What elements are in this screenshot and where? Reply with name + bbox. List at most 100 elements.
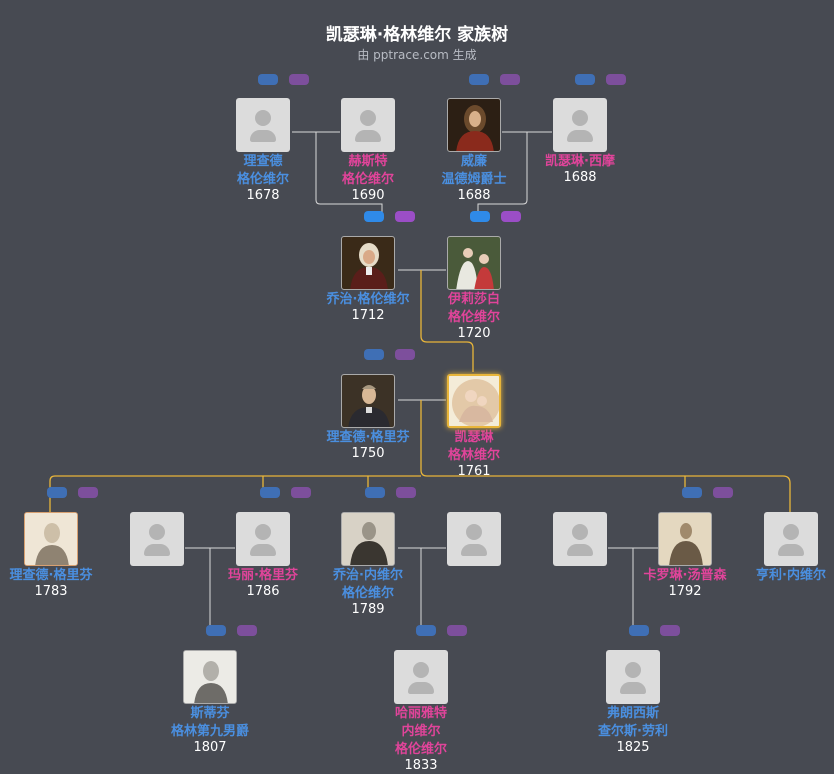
portrait-photo xyxy=(447,98,501,152)
expand-parents-button[interactable] xyxy=(606,74,626,85)
page-title: 凯瑟琳·格林维尔 家族树 xyxy=(325,25,509,45)
person-card[interactable]: 哈丽雅特 内维尔 格伦维尔 1833 xyxy=(361,650,481,774)
avatar-placeholder xyxy=(606,650,660,704)
person-name: 亨利·内维尔 xyxy=(756,568,826,583)
person-card[interactable]: 威廉 温德姆爵士 1688 xyxy=(414,98,534,204)
expand-parents-button[interactable] xyxy=(47,487,67,498)
person-name: 查尔斯·劳利 xyxy=(598,724,668,739)
person-card[interactable]: 理查德·格里芬 1783 xyxy=(0,512,111,600)
birth-year: 1825 xyxy=(616,740,650,755)
page-subtitle: 由 pptrace.com 生成 xyxy=(357,48,477,62)
expand-parents-button[interactable] xyxy=(500,74,520,85)
avatar-placeholder xyxy=(553,98,607,152)
avatar-placeholder xyxy=(130,512,184,566)
birth-year: 1761 xyxy=(457,464,491,479)
person-card[interactable]: 理查德·格里芬 1750 xyxy=(308,374,428,462)
expand-parents-button[interactable] xyxy=(660,625,680,636)
person-name: 凯瑟琳·西摩 xyxy=(545,154,615,169)
birth-year: 1833 xyxy=(404,758,438,773)
person-card[interactable]: 乔治·格伦维尔 1712 xyxy=(308,236,428,324)
person-card[interactable]: 理查德 格伦维尔 1678 xyxy=(203,98,323,204)
person-card[interactable]: 斯蒂芬 格林第九男爵 1807 xyxy=(150,650,270,756)
expand-parents-button[interactable] xyxy=(682,487,702,498)
birth-year: 1807 xyxy=(193,740,227,755)
person-name: 玛丽·格里芬 xyxy=(228,568,298,583)
person-card[interactable] xyxy=(97,512,217,566)
expand-parents-button[interactable] xyxy=(237,625,257,636)
avatar-placeholder xyxy=(236,98,290,152)
avatar-placeholder xyxy=(447,512,501,566)
person-name: 哈丽雅特 xyxy=(394,706,447,721)
expand-parents-button[interactable] xyxy=(260,487,280,498)
person-name: 卡罗琳·汤普森 xyxy=(643,568,727,583)
expand-parents-button[interactable] xyxy=(470,211,490,222)
person-card-selected[interactable]: 凯瑟琳 格林维尔 1761 xyxy=(414,374,534,480)
expand-parents-button[interactable] xyxy=(364,211,384,222)
expand-parents-button[interactable] xyxy=(416,625,436,636)
person-name: 乔治·内维尔 xyxy=(333,568,403,583)
birth-year: 1688 xyxy=(563,170,597,185)
person-name: 凯瑟琳 xyxy=(454,430,494,445)
birth-year: 1688 xyxy=(457,188,491,203)
expand-parents-button[interactable] xyxy=(396,487,416,498)
expand-parents-button[interactable] xyxy=(395,349,415,360)
person-card[interactable]: 卡罗琳·汤普森 1792 xyxy=(625,512,745,600)
expand-parents-button[interactable] xyxy=(713,487,733,498)
birth-year: 1783 xyxy=(34,584,68,599)
person-card[interactable] xyxy=(414,512,534,566)
portrait-photo xyxy=(341,374,395,428)
avatar-placeholder xyxy=(341,98,395,152)
expand-parents-button[interactable] xyxy=(364,349,384,360)
person-card[interactable] xyxy=(520,512,640,566)
person-card[interactable]: 赫斯特 格伦维尔 1690 xyxy=(308,98,428,204)
birth-year: 1792 xyxy=(668,584,702,599)
person-name: 伊莉莎白 xyxy=(447,292,500,307)
person-name: 理查德 xyxy=(243,154,283,169)
person-card[interactable]: 弗朗西斯 查尔斯·劳利 1825 xyxy=(573,650,693,756)
avatar-placeholder xyxy=(764,512,818,566)
portrait-photo xyxy=(658,512,712,566)
person-card[interactable]: 玛丽·格里芬 1786 xyxy=(203,512,323,600)
expand-parents-button[interactable] xyxy=(206,625,226,636)
avatar-placeholder xyxy=(553,512,607,566)
expand-parents-button[interactable] xyxy=(78,487,98,498)
person-card[interactable]: 亨利·内维尔 xyxy=(731,512,834,584)
person-name: 理查德·格里芬 xyxy=(9,568,93,583)
person-card[interactable]: 凯瑟琳·西摩 1688 xyxy=(520,98,640,186)
person-name: 赫斯特 xyxy=(348,154,388,169)
birth-year: 1750 xyxy=(351,446,385,461)
person-name: 格林维尔 xyxy=(447,448,500,463)
person-name: 内维尔 xyxy=(401,724,441,739)
person-name: 格伦维尔 xyxy=(236,172,289,187)
portrait-photo xyxy=(341,512,395,566)
person-name: 弗朗西斯 xyxy=(606,706,659,721)
person-name: 格伦维尔 xyxy=(341,172,394,187)
portrait-photo xyxy=(341,236,395,290)
expand-parents-button[interactable] xyxy=(395,211,415,222)
expand-parents-button[interactable] xyxy=(447,625,467,636)
portrait-photo xyxy=(447,374,501,428)
expand-parents-button[interactable] xyxy=(365,487,385,498)
avatar-placeholder xyxy=(236,512,290,566)
expand-parents-button[interactable] xyxy=(291,487,311,498)
expand-parents-button[interactable] xyxy=(629,625,649,636)
expand-parents-button[interactable] xyxy=(575,74,595,85)
avatar-placeholder xyxy=(394,650,448,704)
birth-year: 1786 xyxy=(246,584,280,599)
birth-year: 1690 xyxy=(351,188,385,203)
expand-parents-button[interactable] xyxy=(289,74,309,85)
person-name: 格林第九男爵 xyxy=(170,724,249,739)
person-card[interactable]: 乔治·内维尔 格伦维尔 1789 xyxy=(308,512,428,618)
person-card[interactable]: 伊莉莎白 格伦维尔 1720 xyxy=(414,236,534,342)
birth-year: 1678 xyxy=(246,188,280,203)
expand-parents-button[interactable] xyxy=(501,211,521,222)
portrait-photo xyxy=(183,650,237,704)
person-name: 理查德·格里芬 xyxy=(326,430,410,445)
person-name: 乔治·格伦维尔 xyxy=(326,292,410,307)
person-name: 格伦维尔 xyxy=(447,310,500,325)
person-name: 格伦维尔 xyxy=(394,742,447,757)
expand-parents-button[interactable] xyxy=(469,74,489,85)
expand-parents-button[interactable] xyxy=(258,74,278,85)
portrait-photo xyxy=(447,236,501,290)
